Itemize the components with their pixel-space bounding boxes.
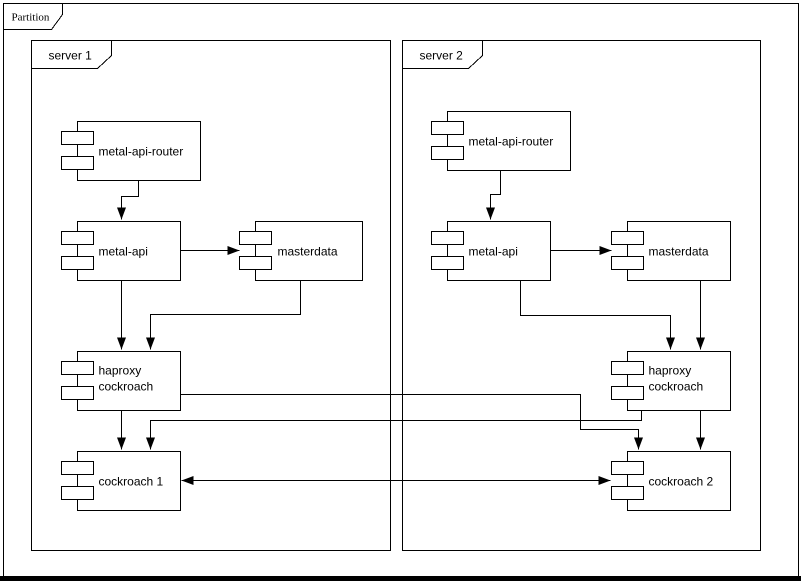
component-port-rect [611, 486, 644, 500]
component-box [627, 451, 731, 511]
component-label-line1: haproxy [649, 364, 692, 378]
server2-frame-label: server 2 [420, 49, 464, 63]
edge-s1-router-to-api[interactable] [117, 180, 139, 220]
component-port-rect [431, 146, 464, 160]
server1-frame-tab [31, 40, 112, 69]
component-port-rect [611, 256, 644, 270]
component-box [77, 451, 181, 511]
component-s1-metal-api-router[interactable]: metal-api-router [61, 121, 201, 181]
component-port-rect [431, 256, 464, 270]
component-label: masterdata [649, 245, 709, 259]
component-s2-haproxy-cockroach[interactable]: haproxy cockroach [611, 351, 731, 411]
component-port-rect [239, 231, 272, 245]
component-label: cockroach 2 [649, 475, 714, 489]
component-port-rect [611, 231, 644, 245]
component-port-rect [61, 386, 94, 400]
component-port-rect [431, 121, 464, 135]
partition-frame-tab [3, 3, 63, 30]
edge-s2-api-to-haproxy[interactable] [520, 280, 675, 350]
component-port-rect [61, 131, 94, 145]
component-port-rect [61, 231, 94, 245]
component-label: metal-api-router [99, 145, 184, 159]
server1-frame-label: server 1 [49, 49, 93, 63]
component-s1-haproxy-cockroach[interactable]: haproxy cockroach [61, 351, 181, 411]
component-port-rect [239, 256, 272, 270]
component-s2-cockroach-2[interactable]: cockroach 2 [611, 451, 731, 511]
component-port-rect [61, 486, 94, 500]
component-port-rect [61, 156, 94, 170]
component-port-rect [431, 231, 464, 245]
component-port-rect [61, 361, 94, 375]
edge-s1-masterdata-to-haproxy[interactable] [146, 280, 301, 350]
component-label: masterdata [278, 245, 338, 259]
component-label: metal-api-router [469, 135, 554, 149]
server2-frame-tab [402, 40, 483, 69]
component-box [447, 111, 571, 171]
component-label: cockroach 1 [99, 475, 164, 489]
component-label-line2: cockroach [99, 380, 154, 394]
component-box [77, 121, 201, 181]
component-label-line1: haproxy [99, 364, 142, 378]
component-box [77, 351, 181, 411]
edge-s2-router-to-api[interactable] [486, 170, 501, 220]
component-s2-metal-api-router[interactable]: metal-api-router [431, 111, 571, 171]
component-label: metal-api [469, 245, 518, 259]
component-port-rect [611, 386, 644, 400]
component-port-rect [61, 461, 94, 475]
component-box [627, 351, 731, 411]
component-port-rect [611, 461, 644, 475]
component-port-rect [61, 256, 94, 270]
component-label: metal-api [99, 245, 148, 259]
component-s1-cockroach-1[interactable]: cockroach 1 [61, 451, 181, 511]
component-box [447, 221, 551, 281]
component-label-line2: cockroach [649, 380, 704, 394]
edge-s1-haproxy-to-cockroach2[interactable] [180, 394, 643, 450]
component-box [627, 221, 731, 281]
component-s2-masterdata[interactable]: masterdata [611, 221, 731, 281]
component-s2-metal-api[interactable]: metal-api [431, 221, 551, 281]
component-box [255, 221, 363, 281]
partition-frame-label: Partition [12, 12, 50, 24]
component-s1-metal-api[interactable]: metal-api [61, 221, 181, 281]
edge-s2-haproxy-to-cockroach1[interactable] [146, 410, 642, 450]
component-box [77, 221, 181, 281]
bottom-edge-bar [0, 576, 801, 581]
component-s1-masterdata[interactable]: masterdata [239, 221, 363, 281]
component-port-rect [611, 361, 644, 375]
